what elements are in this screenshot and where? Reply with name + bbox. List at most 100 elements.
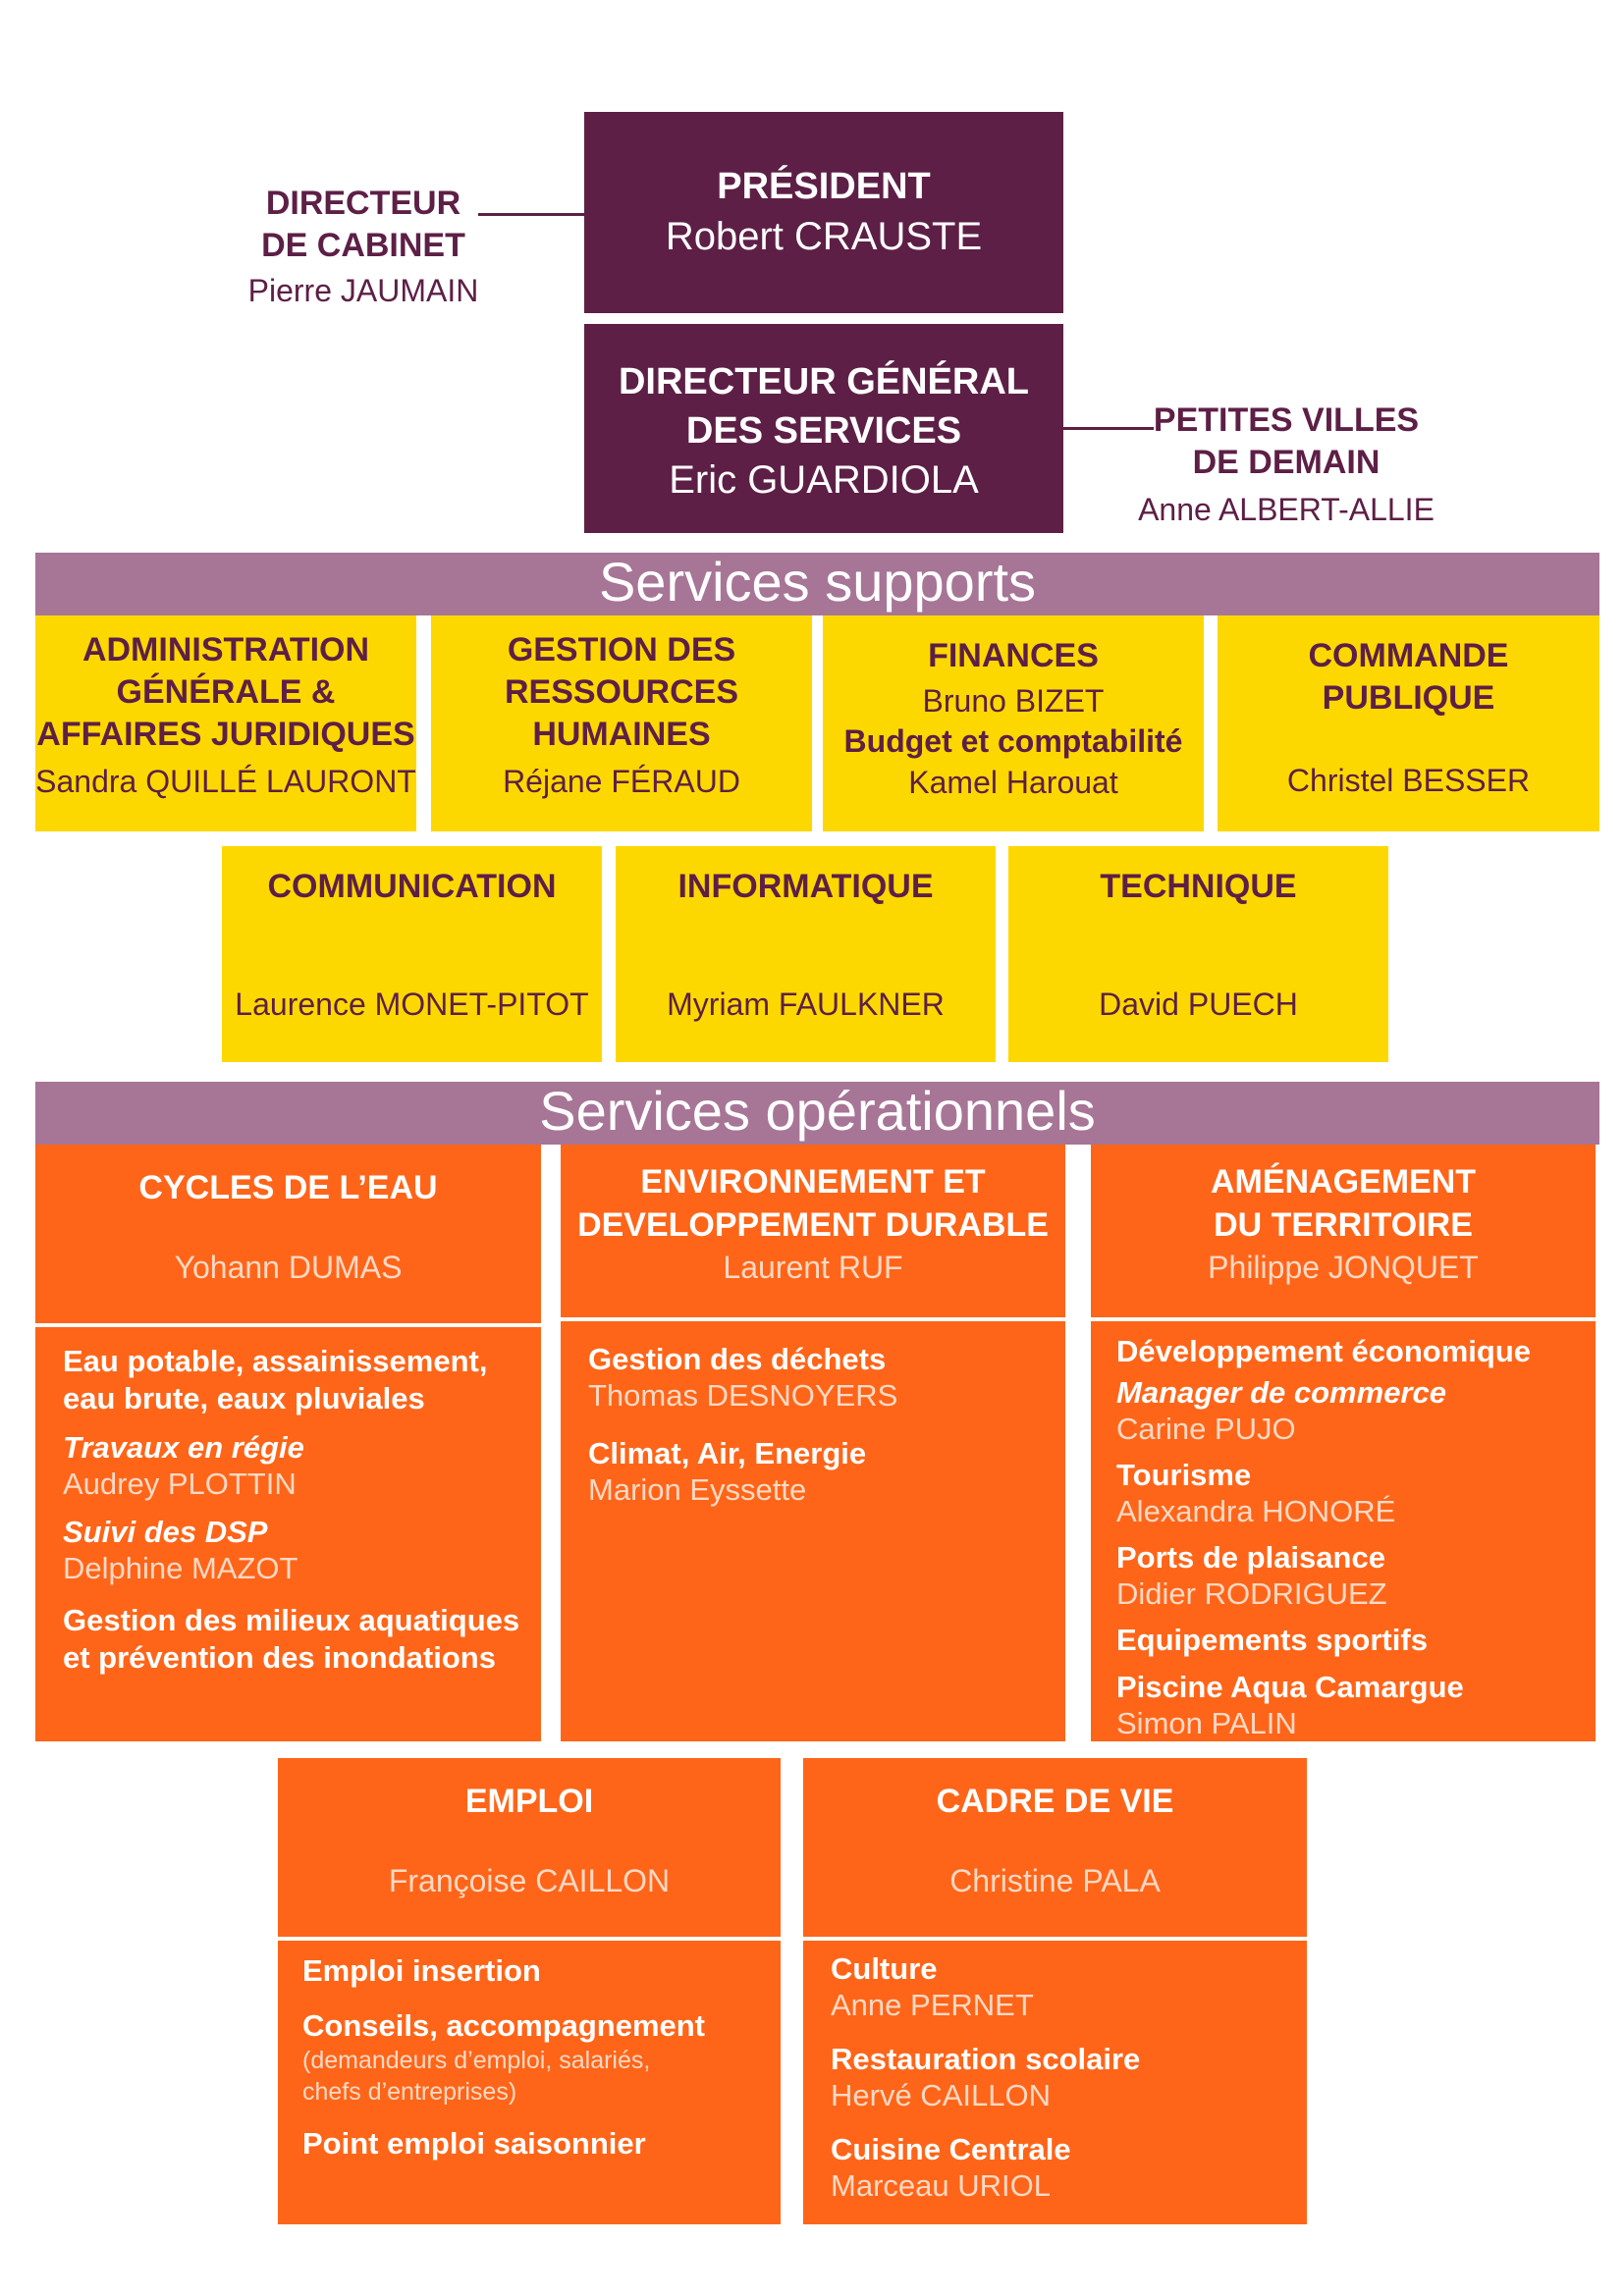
ops-cadre-title: CADRE DE VIE bbox=[936, 1783, 1174, 1820]
support-communication: COMMUNICATION Laurence MONET-PITOT bbox=[222, 846, 602, 1062]
cabinet-title-line2: DE CABINET bbox=[261, 227, 465, 264]
support-informatique-name: Myriam FAULKNER bbox=[667, 987, 945, 1022]
ops-cadre: CADRE DE VIE Christine PALA Culture Anne… bbox=[803, 1758, 1307, 2224]
support-rh-title-3: HUMAINES bbox=[532, 716, 711, 753]
ops-amenagement-item-4: Ports de plaisance bbox=[1116, 1540, 1385, 1575]
support-communication-name: Laurence MONET-PITOT bbox=[235, 987, 589, 1022]
ops-emploi-title: EMPLOI bbox=[464, 1783, 594, 1820]
support-admin-title-2: GÉNÉRALE & bbox=[116, 673, 336, 711]
support-admin-name: Sandra QUILLÉ LAURONT bbox=[35, 764, 416, 799]
pvd-name: Anne ALBERT-ALLIE bbox=[1138, 492, 1435, 527]
support-commande-name: Christel BESSER bbox=[1286, 763, 1531, 798]
pvd-block: PETITES VILLES DE DEMAIN Anne ALBERT-ALL… bbox=[1129, 400, 1443, 529]
ops-eau-item-3: Suivi des DSP bbox=[63, 1515, 268, 1549]
ops-emploi: EMPLOI Françoise CAILLON Emploi insertio… bbox=[278, 1758, 781, 2224]
ops-eau-title: CYCLES DE L’EAU bbox=[138, 1169, 438, 1206]
cabinet-connector bbox=[478, 213, 584, 216]
ops-env-item-1: Gestion des déchets bbox=[588, 1342, 887, 1376]
support-admin-title-3: AFFAIRES JURIDIQUES bbox=[36, 716, 415, 753]
ops-eau-item-1-line1: Eau potable, assainissement, bbox=[63, 1344, 488, 1378]
ops-env-header: ENVIRONNEMENT ET DEVELOPPEMENT DURABLE L… bbox=[561, 1145, 1065, 1321]
support-admin-title-1: ADMINISTRATION bbox=[81, 631, 370, 668]
support-finances-subname: Kamel Harouat bbox=[908, 765, 1118, 800]
ops-cadre-item-2-person: Hervé CAILLON bbox=[831, 2078, 1051, 2112]
ops-emploi-item-3: Point emploi saisonnier bbox=[302, 2126, 646, 2161]
support-finances-name: Bruno BIZET bbox=[922, 683, 1105, 719]
dgs-title-line2: DES SERVICES bbox=[685, 410, 962, 452]
support-rh-name: Réjane FÉRAUD bbox=[503, 764, 740, 799]
ops-amenagement: AMÉNAGEMENT DU TERRITOIRE Philippe JONQU… bbox=[1091, 1145, 1596, 1741]
supports-band: Services supports bbox=[35, 553, 1599, 615]
president-title: PRÉSIDENT bbox=[717, 166, 931, 207]
ops-env-title-1: ENVIRONNEMENT ET bbox=[640, 1163, 986, 1201]
support-finances: FINANCES Bruno BIZET Budget et comptabil… bbox=[823, 615, 1204, 831]
ops-cadre-item-2: Restauration scolaire bbox=[831, 2042, 1141, 2076]
pvd-title-line1: PETITES VILLES bbox=[1153, 401, 1420, 439]
ops-eau-item-4-line1: Gestion des milieux aquatiques bbox=[63, 1603, 520, 1637]
ops-eau-name: Yohann DUMAS bbox=[174, 1250, 403, 1285]
cabinet-title-line1: DIRECTEUR bbox=[265, 185, 461, 222]
support-technique: TECHNIQUE David PUECH bbox=[1008, 846, 1388, 1062]
ops-amenagement-item-2-person: Carine PUJO bbox=[1116, 1412, 1296, 1446]
support-finances-subtitle: Budget et comptabilité bbox=[843, 723, 1183, 759]
ops-env-item-2: Climat, Air, Energie bbox=[588, 1436, 867, 1470]
ops-amenagement-item-6-person: Simon PALIN bbox=[1116, 1706, 1297, 1740]
support-rh-title-1: GESTION DES bbox=[507, 631, 736, 668]
ops-emploi-body: Emploi insertion Conseils, accompagnemen… bbox=[278, 1941, 781, 2163]
ops-emploi-item-2-note-2: chefs d’entreprises) bbox=[302, 2078, 517, 2106]
ops-eau-item-1-line2: eau brute, eaux pluviales bbox=[63, 1381, 425, 1415]
ops-eau-body: Eau potable, assainissement, eau brute, … bbox=[35, 1327, 541, 1677]
support-commande-title-2: PUBLIQUE bbox=[1322, 679, 1495, 717]
ops-env-title-2: DEVELOPPEMENT DURABLE bbox=[577, 1206, 1049, 1244]
support-finances-title: FINANCES bbox=[928, 637, 1099, 674]
ops-emploi-header: EMPLOI Françoise CAILLON bbox=[278, 1758, 781, 1941]
ops-amenagement-item-4-person: Didier RODRIGUEZ bbox=[1116, 1576, 1387, 1611]
ops-amenagement-name: Philippe JONQUET bbox=[1208, 1250, 1479, 1285]
supports-band-label: Services supports bbox=[598, 551, 1037, 613]
ops-band-label: Services opérationnels bbox=[539, 1080, 1096, 1142]
support-informatique-title: INFORMATIQUE bbox=[677, 868, 934, 905]
ops-env-item-2-person: Marion Eyssette bbox=[588, 1472, 807, 1507]
ops-eau-item-2-person: Audrey PLOTTIN bbox=[63, 1467, 297, 1501]
ops-emploi-item-1: Emploi insertion bbox=[302, 1953, 541, 1988]
ops-amenagement-item-1: Développement économique bbox=[1116, 1334, 1532, 1368]
support-rh-title-2: RESSOURCES bbox=[504, 673, 739, 711]
ops-eau-item-3-person: Delphine MAZOT bbox=[63, 1551, 298, 1585]
ops-emploi-name: Françoise CAILLON bbox=[388, 1863, 671, 1898]
ops-eau: CYCLES DE L’EAU Yohann DUMAS Eau potable… bbox=[35, 1145, 541, 1741]
ops-env: ENVIRONNEMENT ET DEVELOPPEMENT DURABLE L… bbox=[561, 1145, 1065, 1741]
ops-env-name: Laurent RUF bbox=[723, 1250, 903, 1285]
ops-amenagement-item-2: Manager de commerce bbox=[1116, 1375, 1446, 1410]
support-rh: GESTION DES RESSOURCES HUMAINES Réjane F… bbox=[431, 615, 812, 831]
dgs-title-line1: DIRECTEUR GÉNÉRAL bbox=[618, 361, 1030, 402]
pvd-connector bbox=[1063, 427, 1154, 430]
ops-cadre-item-1-person: Anne PERNET bbox=[831, 1988, 1034, 2022]
support-communication-title: COMMUNICATION bbox=[267, 868, 557, 905]
ops-amenagement-title-2: DU TERRITOIRE bbox=[1214, 1206, 1473, 1244]
ops-cadre-name: Christine PALA bbox=[949, 1863, 1161, 1898]
ops-amenagement-item-5: Equipements sportifs bbox=[1116, 1623, 1428, 1657]
ops-amenagement-header: AMÉNAGEMENT DU TERRITOIRE Philippe JONQU… bbox=[1091, 1145, 1596, 1321]
ops-eau-item-2: Travaux en régie bbox=[63, 1430, 304, 1465]
ops-amenagement-item-3: Tourisme bbox=[1116, 1458, 1252, 1492]
support-informatique: INFORMATIQUE Myriam FAULKNER bbox=[616, 846, 996, 1062]
ops-cadre-item-1: Culture bbox=[831, 1951, 938, 1986]
ops-amenagement-item-3-person: Alexandra HONORÉ bbox=[1116, 1494, 1396, 1528]
ops-amenagement-body: Développement économique Manager de comm… bbox=[1091, 1321, 1596, 1741]
ops-amenagement-item-6: Piscine Aqua Camargue bbox=[1116, 1670, 1464, 1704]
support-commande: COMMANDE PUBLIQUE Christel BESSER bbox=[1218, 615, 1599, 831]
ops-emploi-item-2: Conseils, accompagnement bbox=[302, 2008, 706, 2043]
ops-cadre-body: Culture Anne PERNET Restauration scolair… bbox=[803, 1941, 1307, 2204]
dgs-box: DIRECTEUR GÉNÉRAL DES SERVICES Eric GUAR… bbox=[584, 324, 1063, 533]
support-commande-title-1: COMMANDE bbox=[1308, 637, 1509, 674]
president-box: PRÉSIDENT Robert CRAUSTE bbox=[584, 112, 1063, 313]
support-admin: ADMINISTRATION GÉNÉRALE & AFFAIRES JURID… bbox=[35, 615, 416, 831]
pvd-title-line2: DE DEMAIN bbox=[1192, 444, 1380, 481]
ops-cadre-item-3: Cuisine Centrale bbox=[831, 2132, 1071, 2166]
support-technique-name: David PUECH bbox=[1099, 987, 1298, 1022]
support-technique-title: TECHNIQUE bbox=[1100, 868, 1297, 905]
ops-amenagement-title-1: AMÉNAGEMENT bbox=[1210, 1163, 1477, 1201]
ops-env-body: Gestion des déchets Thomas DESNOYERS Cli… bbox=[561, 1321, 1065, 1508]
dgs-name: Eric GUARDIOLA bbox=[669, 458, 979, 502]
ops-eau-item-4-line2: et prévention des inondations bbox=[63, 1640, 496, 1675]
